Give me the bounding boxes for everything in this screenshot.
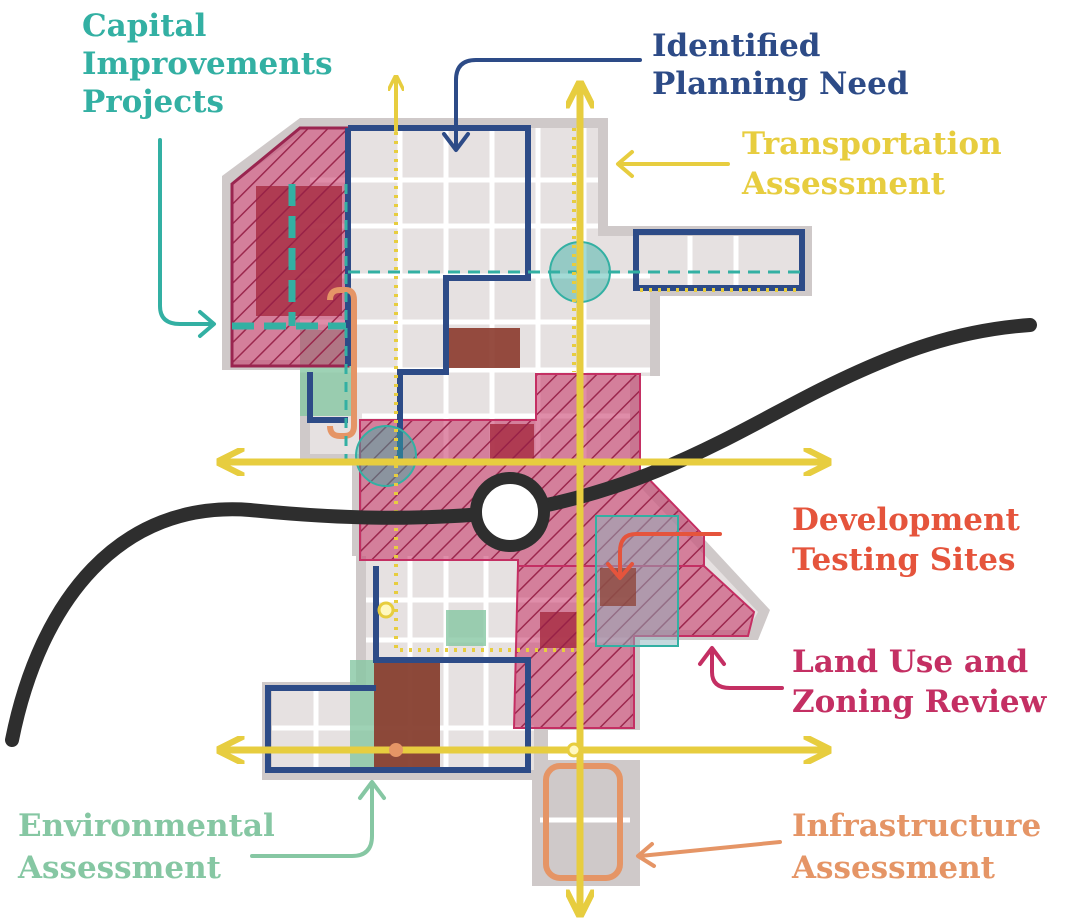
transportation-lines	[394, 96, 800, 652]
leader-infrastructure-head	[636, 842, 656, 868]
leader-capital	[158, 138, 214, 326]
leader-environmental-head	[358, 780, 386, 800]
leader-landuse-head	[698, 646, 726, 666]
planning-need-outlines	[265, 125, 805, 773]
landuse-label-line: Land Use and	[792, 644, 1028, 680]
roundabout	[470, 472, 550, 552]
leader-planning-head	[442, 132, 470, 152]
leader-landuse	[710, 650, 784, 690]
capital-label-line: Projects	[82, 84, 224, 120]
node-yellow-b	[566, 742, 582, 758]
transportation-label-line: Transportation	[742, 126, 1002, 162]
leader-environmental	[250, 784, 374, 858]
environmental-label-line: Environmental	[18, 808, 275, 844]
leader-transportation-head	[616, 150, 634, 178]
infrastructure-label-line: Assessment	[791, 850, 996, 886]
capital-label-line: Capital	[82, 8, 206, 44]
transportation-label-line: Assessment	[741, 166, 946, 202]
development-sites	[595, 515, 679, 647]
leader-development-head	[606, 562, 634, 580]
development-label-line: Development	[792, 502, 1021, 538]
environmental-label-line: Assessment	[17, 850, 222, 886]
infrastructure-label-line: Infrastructure	[792, 808, 1041, 844]
node-yellow-a	[377, 601, 395, 619]
capital-label-line: Improvements	[82, 46, 333, 82]
node-pink	[389, 743, 403, 757]
planning-label-line: Planning Need	[652, 66, 909, 102]
landuse-label-line: Zoning Review	[792, 684, 1048, 720]
development-label-line: Testing Sites	[792, 542, 1015, 578]
leader-development	[618, 532, 722, 576]
planning-label-line: Identified	[652, 28, 820, 64]
leader-infrastructure	[638, 840, 782, 858]
transportation-arrows	[222, 78, 826, 912]
leader-arrows	[158, 58, 784, 868]
leader-planning	[454, 58, 642, 148]
leader-capital-head	[198, 310, 216, 338]
